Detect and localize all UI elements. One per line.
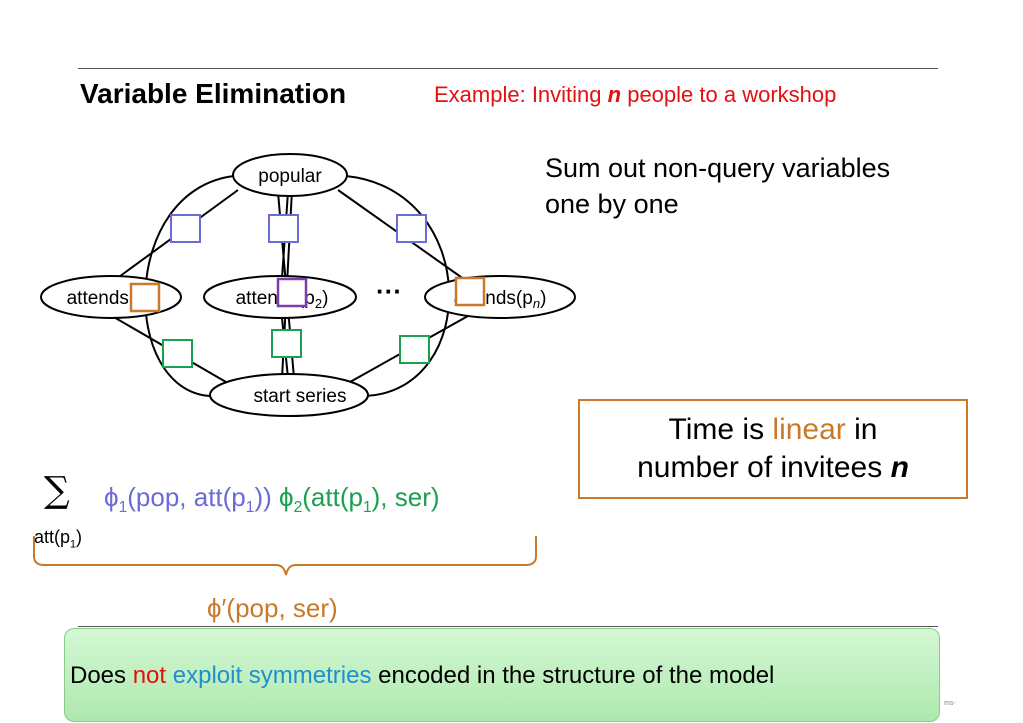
phi-prime-result: ϕ′(pop, ser) [207, 593, 338, 623]
footer-mark: ms- [944, 700, 956, 707]
factor-blue-3 [396, 214, 427, 243]
label-start-series: start series [254, 386, 347, 407]
top-rule [78, 68, 938, 69]
factor-orange-1 [129, 282, 161, 313]
phi1-term: ϕ1(pop, att(p1)) [104, 482, 272, 517]
factor-green-3 [399, 335, 430, 364]
factor-green-2 [271, 329, 302, 358]
time-linear-box: Time is linear in number of invitees n [578, 399, 968, 499]
slide-subtitle: Example: Inviting n people to a workshop [434, 82, 837, 107]
factor-orange-n [454, 276, 486, 307]
factor-green-1 [162, 339, 193, 368]
ellipsis: ··· [376, 276, 402, 306]
factor-blue-2 [268, 214, 299, 243]
node-popular [232, 153, 348, 197]
factor-blue-1 [170, 214, 201, 243]
slide-title: Variable Elimination [80, 78, 347, 109]
formula-brace [33, 536, 537, 576]
symmetry-note-box: Does not exploit symmetries encoded in t… [64, 628, 940, 722]
sum-out-text: Sum out non-query variables one by one [545, 153, 891, 219]
label-popular: popular [258, 166, 322, 187]
bottom-rule [78, 626, 938, 627]
sum-symbol: ∑ [44, 470, 70, 511]
factor-product-formula: ϕ1(pop, att(p1)) ϕ2(att(p1), ser) [104, 482, 440, 517]
factor-purple [276, 277, 308, 308]
sum-subscript: att(p1) [34, 527, 83, 551]
phi2-term: ϕ2(att(p1), ser) [271, 482, 440, 517]
node-start-series [209, 373, 369, 417]
